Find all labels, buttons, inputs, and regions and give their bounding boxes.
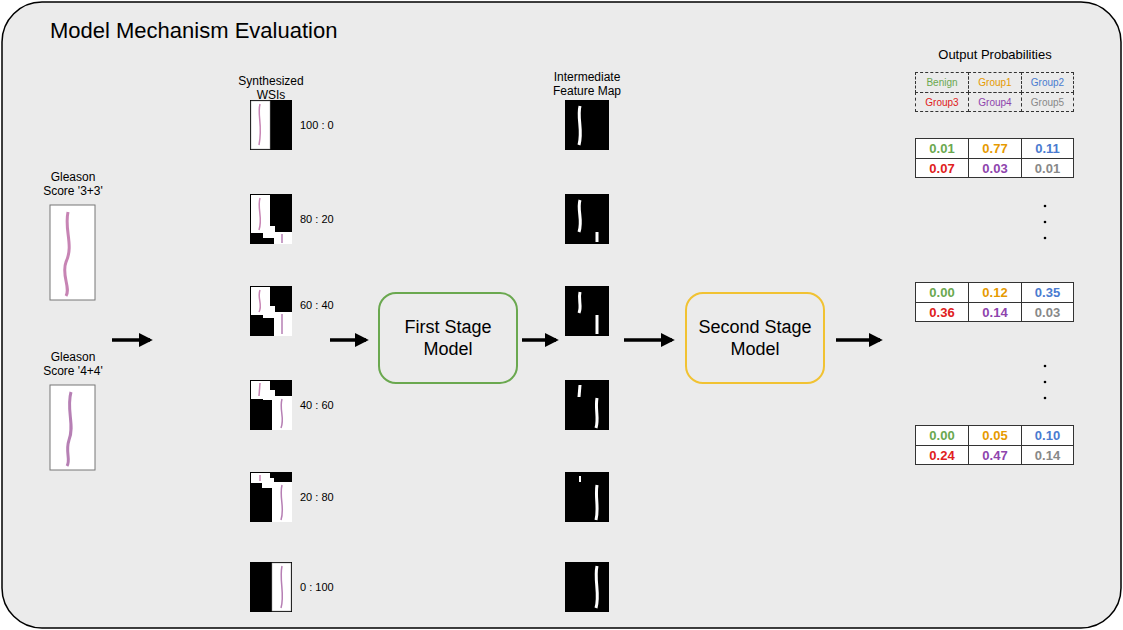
ratio-label: 40 : 60 <box>300 399 334 412</box>
probability-value: 0.35 <box>1035 285 1060 300</box>
legend-cell: Group4 <box>968 92 1022 112</box>
probability-cell: 0.01 <box>1021 158 1074 178</box>
probability-value: 0.47 <box>982 448 1007 463</box>
probability-value: 0.36 <box>929 305 954 320</box>
slide-node: Gleason Score '4+4' <box>36 350 110 378</box>
class-name: Group2 <box>1031 77 1064 88</box>
probability-cell: 0.11 <box>1021 138 1074 159</box>
probability-value: 0.10 <box>1035 428 1060 443</box>
probability-cell: 0.24 <box>915 445 969 465</box>
legend-cell: Group3 <box>915 92 969 112</box>
probability-cell: 0.14 <box>1021 445 1074 465</box>
probability-value: 0.14 <box>982 305 1007 320</box>
slide-image <box>50 385 95 470</box>
probability-value: 0.01 <box>929 141 954 156</box>
probability-value: 0.12 <box>982 285 1007 300</box>
legend-cell: Group2 <box>1021 72 1074 93</box>
synthesized-thumbnails <box>250 100 292 612</box>
ratio-label: 0 : 100 <box>300 581 334 594</box>
feature-maps <box>565 100 609 612</box>
probability-value: 0.24 <box>929 448 954 463</box>
probability-cell: 0.00 <box>915 282 969 303</box>
probability-value: 0.03 <box>1035 305 1060 320</box>
slide-image <box>50 205 95 300</box>
slide-node: Gleason Score '3+3' <box>36 170 110 198</box>
probability-cell: 0.07 <box>915 158 969 178</box>
slide-heading: Gleason Score '4+4' <box>40 350 106 378</box>
probability-cell: 0.36 <box>915 302 969 322</box>
probability-value: 0.11 <box>1035 141 1060 156</box>
legend-cell: Group5 <box>1021 92 1074 112</box>
ratio-label: 80 : 20 <box>300 213 334 226</box>
probability-cell: 0.03 <box>1021 302 1074 322</box>
column-heading: Synthesized WSIs <box>231 74 311 102</box>
probability-cell: 0.35 <box>1021 282 1074 303</box>
probability-cell: 0.77 <box>968 138 1022 159</box>
class-name: Group3 <box>925 97 958 108</box>
probability-cell: 0.47 <box>968 445 1022 465</box>
model-name: First Stage Model <box>390 316 506 360</box>
probability-value: 0.00 <box>929 428 954 443</box>
tissue-strip <box>67 392 71 466</box>
class-name: Group5 <box>1031 97 1064 108</box>
probability-value: 0.07 <box>929 161 954 176</box>
probability-cell: 0.05 <box>968 425 1022 446</box>
ratio-label: 60 : 40 <box>300 299 334 312</box>
probability-value: 0.14 <box>1035 448 1060 463</box>
probability-cell: 0.12 <box>968 282 1022 303</box>
model-box: First Stage Model <box>378 292 518 384</box>
legend-cell: Group1 <box>968 72 1022 93</box>
probability-value: 0.77 <box>982 141 1007 156</box>
column-heading: Intermediate Feature Map <box>542 70 632 98</box>
slide-heading: Gleason Score '3+3' <box>40 170 106 198</box>
class-name: Group4 <box>978 97 1011 108</box>
ratio-label: 20 : 80 <box>300 491 334 504</box>
model-box: Second Stage Model <box>685 292 825 384</box>
probability-cell: 0.00 <box>915 425 969 446</box>
diagram-title: Model Mechanism Evaluation <box>50 18 337 44</box>
probability-cell: 0.14 <box>968 302 1022 322</box>
column-heading: Output Probabilities <box>895 47 1095 62</box>
probability-cell: 0.01 <box>915 138 969 159</box>
class-name: Group1 <box>978 77 1011 88</box>
probability-cell: 0.03 <box>968 158 1022 178</box>
class-name: Benign <box>926 77 957 88</box>
probability-value: 0.03 <box>982 161 1007 176</box>
probability-value: 0.01 <box>1035 161 1060 176</box>
probability-value: 0.05 <box>982 428 1007 443</box>
legend-cell: Benign <box>915 72 969 93</box>
probability-cell: 0.10 <box>1021 425 1074 446</box>
model-name: Second Stage Model <box>697 316 813 360</box>
probability-value: 0.00 <box>929 285 954 300</box>
tissue-strip <box>65 212 70 296</box>
ratio-label: 100 : 0 <box>300 119 334 132</box>
